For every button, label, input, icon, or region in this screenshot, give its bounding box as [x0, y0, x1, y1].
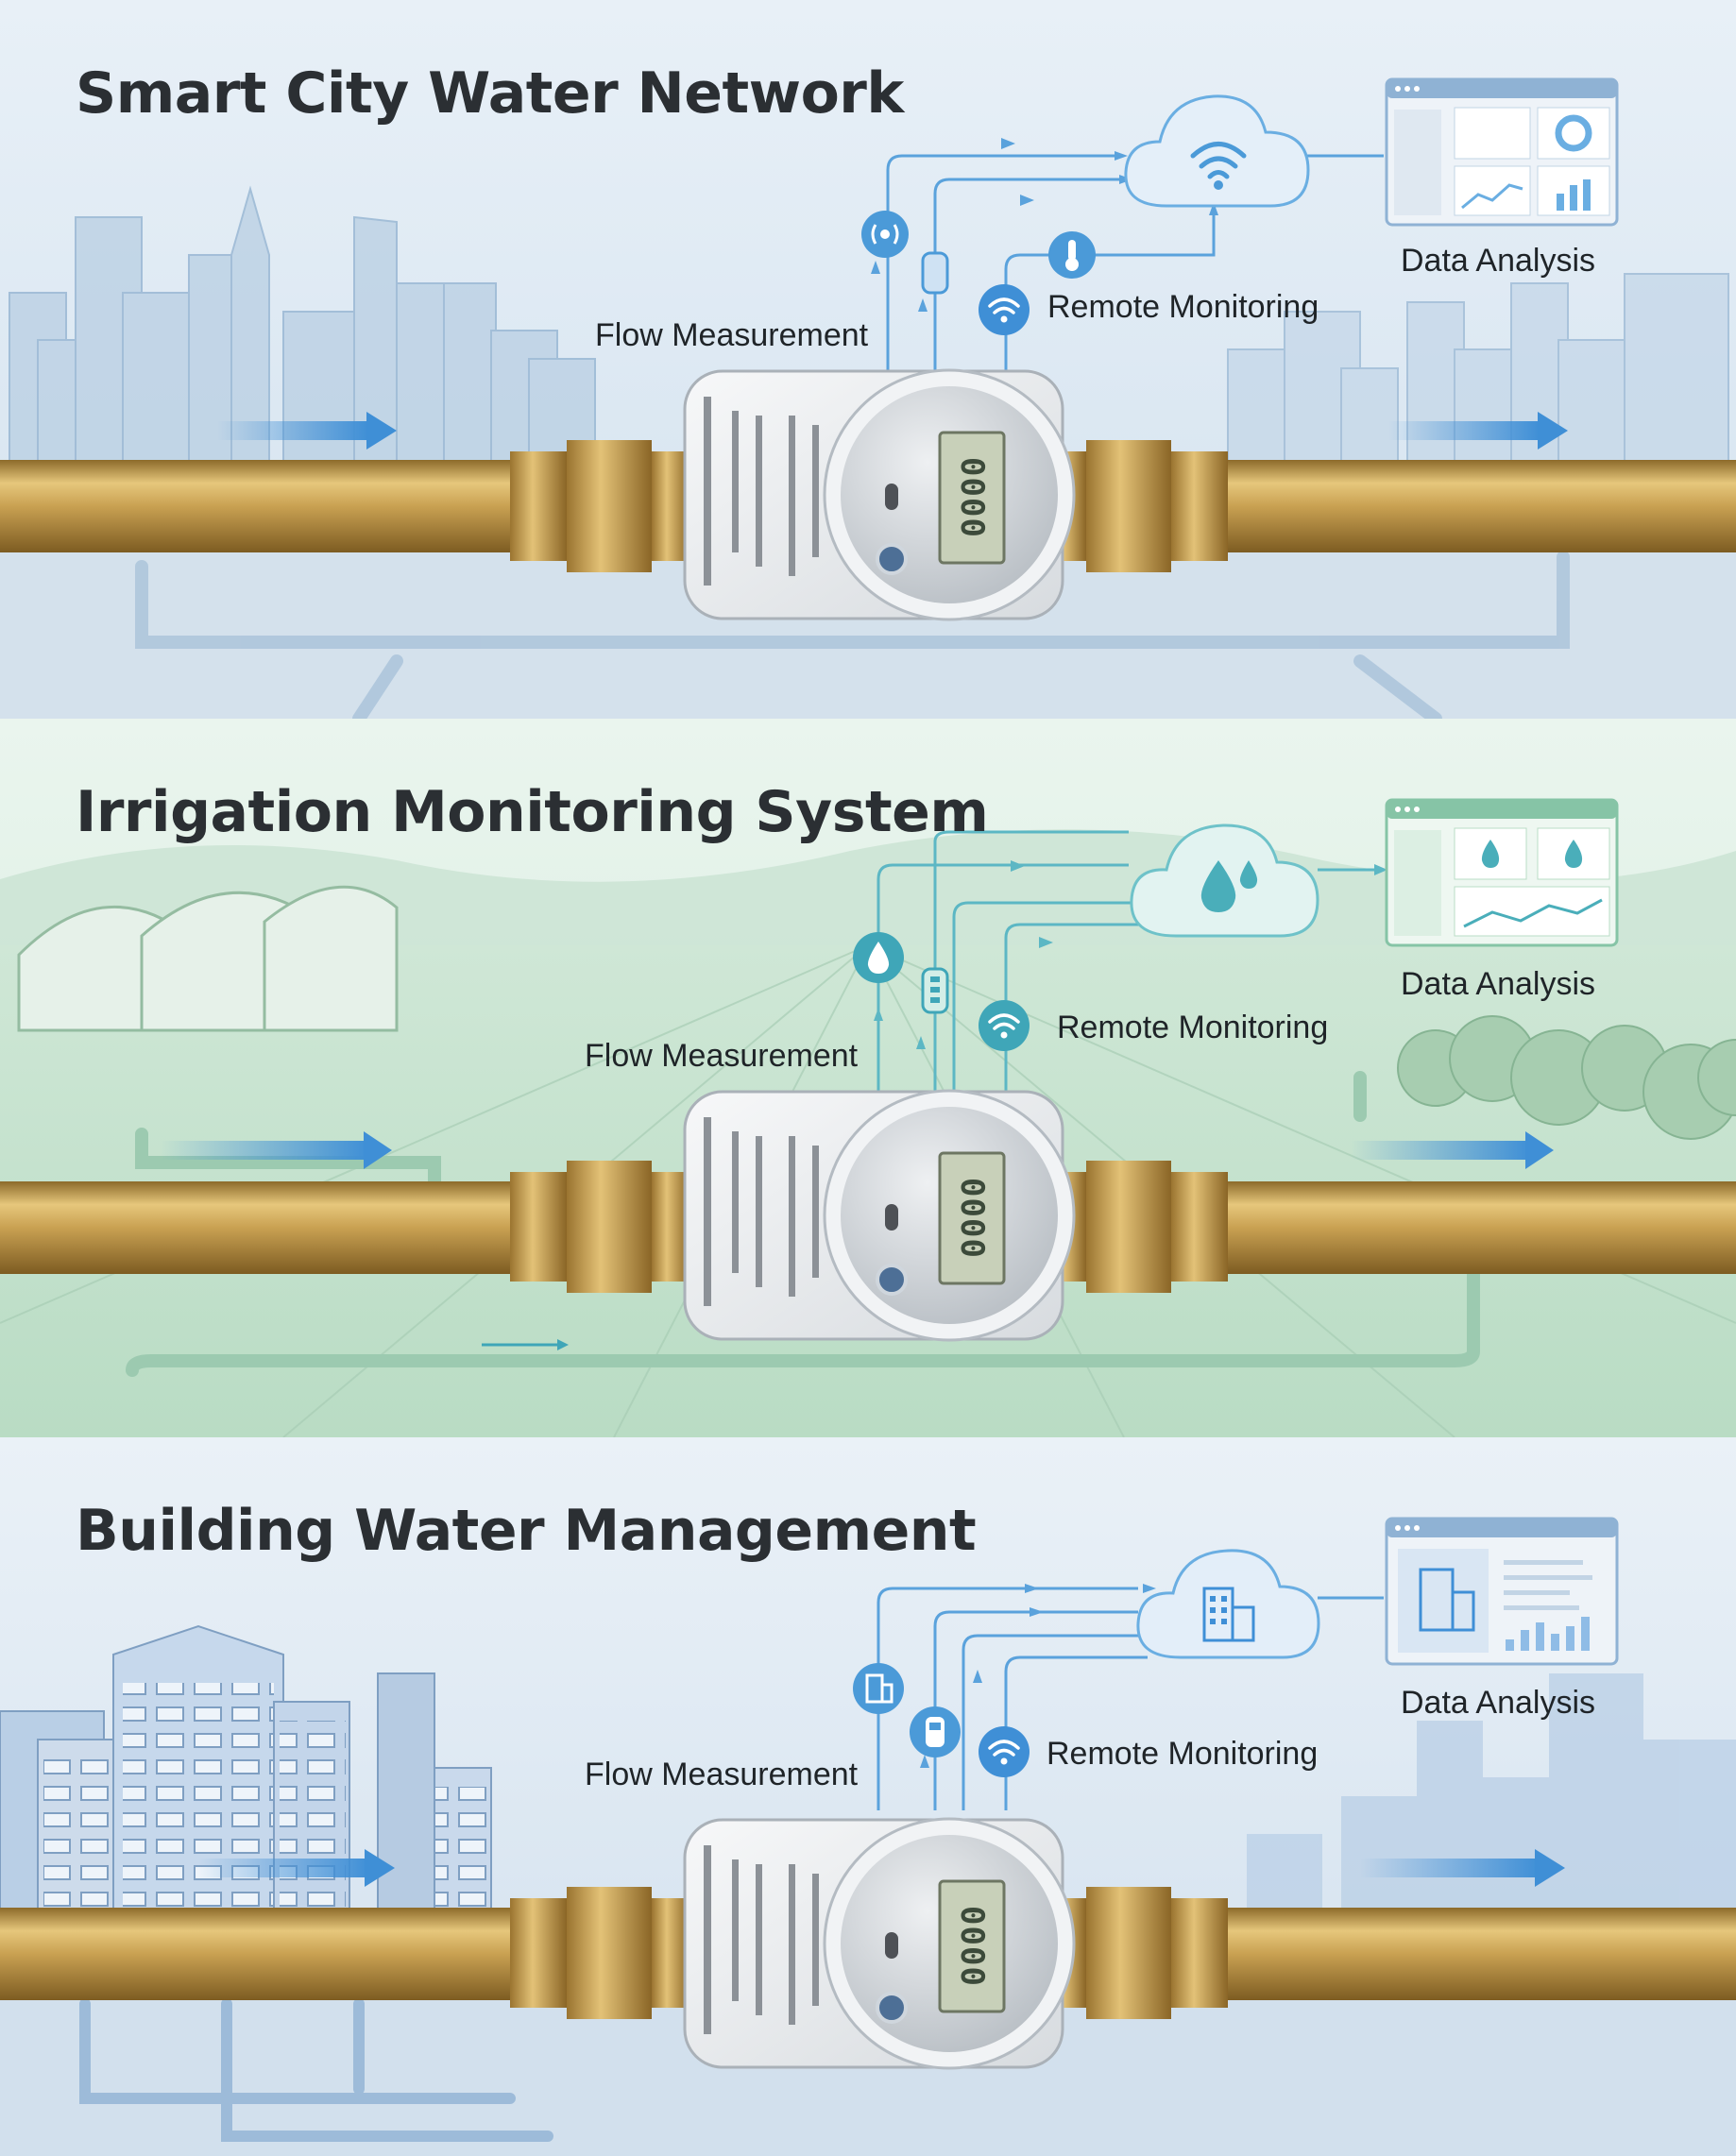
wifi-icon: [979, 284, 1030, 335]
irrigation-panel: Irrigation Monitoring System Flow Measur…: [0, 719, 1736, 1437]
water-meter: [683, 1089, 1076, 1342]
flow-measurement-label: Flow Measurement: [595, 317, 869, 353]
building-icon: [853, 1663, 904, 1714]
water-drop-icon: [853, 932, 904, 983]
meter-display: 0000: [953, 1906, 992, 1987]
flow-measurement-label: Flow Measurement: [585, 1757, 859, 1792]
thermometer-icon: [1048, 231, 1096, 279]
bushes: [1397, 1015, 1736, 1140]
panel-title: Building Water Management: [76, 1498, 977, 1564]
meter-display: 0000: [953, 457, 992, 538]
broadcast-icon: [861, 211, 909, 258]
remote-monitoring-label: Remote Monitoring: [1047, 1736, 1319, 1772]
data-analysis-label: Data Analysis: [1401, 1685, 1595, 1721]
dashboard-icon: [1385, 77, 1619, 227]
meter-icon: [910, 1706, 961, 1757]
remote-monitoring-label: Remote Monitoring: [1057, 1010, 1329, 1045]
building-panel: Building Water Management Flow Measureme…: [0, 1437, 1736, 2156]
meter-display: 0000: [953, 1178, 992, 1259]
water-meter: [683, 1817, 1076, 2070]
wifi-icon: [979, 1000, 1030, 1051]
irrigation-scene: [0, 719, 1736, 1437]
remote-monitoring-label: Remote Monitoring: [1047, 289, 1319, 325]
meter-icon: [921, 251, 949, 295]
flow-measurement-label: Flow Measurement: [585, 1038, 859, 1074]
data-analysis-label: Data Analysis: [1401, 243, 1595, 279]
smart-city-scene: [0, 0, 1736, 719]
data-analysis-label: Data Analysis: [1401, 966, 1595, 1002]
building-scene: [0, 1437, 1736, 2156]
cloud-wifi-icon: [1124, 94, 1310, 208]
greenhouse: [17, 885, 399, 1032]
battery-icon: [921, 967, 949, 1014]
city-skyline: [9, 185, 596, 464]
smart-city-panel: Smart City Water Network Flow Measuremen…: [0, 0, 1736, 719]
wifi-icon: [979, 1726, 1030, 1777]
dashboard-icon: [1385, 1517, 1619, 1666]
cloud-building-icon: [1136, 1549, 1320, 1659]
dashboard-icon: [1385, 798, 1619, 947]
water-meter: [683, 368, 1076, 621]
panel-title: Smart City Water Network: [76, 60, 904, 127]
panel-title: Irrigation Monitoring System: [76, 779, 989, 845]
